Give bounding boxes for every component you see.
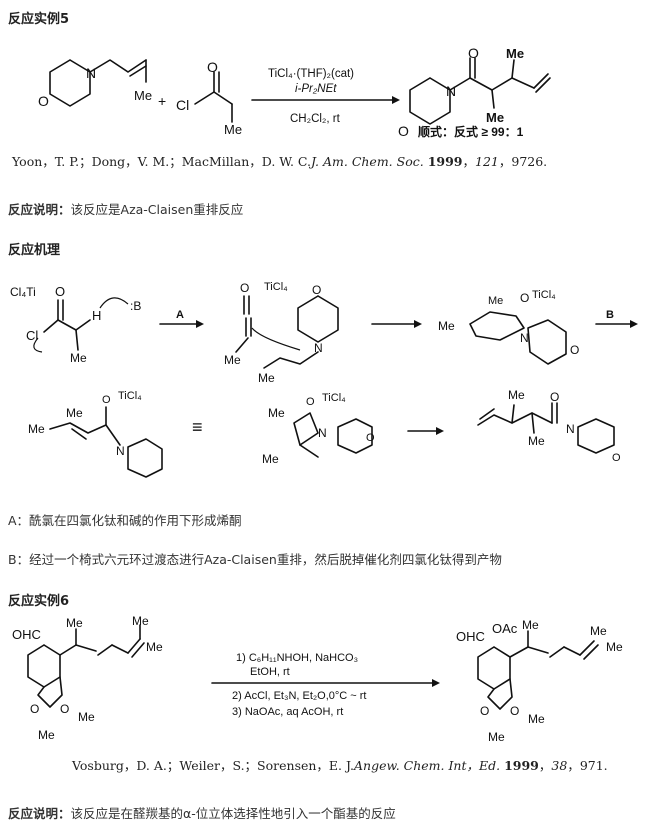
atom-Me: Me [508,388,525,402]
atom-Me: Me [506,46,524,61]
amide-product-structure: O N O Me Me [398,45,551,139]
example5-scheme: N O Me + O Cl Me TiCl₄·(THF)₂(cat) i-Pr₂… [38,45,551,139]
atom-O: O [102,394,111,406]
atom-OHC: OHC [456,629,485,644]
example5-citation: Yoon，T. P.；Dong，V. M.；MacMillan，D. W. C.… [12,154,548,169]
atom-Me: Me [224,122,242,137]
atom-N: N [566,422,575,436]
example5-heading: 反应实例5 [8,12,70,27]
atom-Me: Me [486,110,504,125]
atom-O: O [520,291,529,305]
atom-Me: Me [488,295,503,307]
ticl4-label: TiCl₄ [118,390,142,402]
atom-Me: Me [590,624,607,638]
equivalence-sign: ≡ [192,417,203,437]
atom-O: O [30,702,39,716]
ticl4-label: TiCl₄ [322,392,346,404]
atom-Me: Me [224,353,241,367]
reagent-line-2: EtOH, rt [250,666,290,678]
ticl4-label: Cl₄Ti [10,285,36,299]
atom-O: O [570,343,579,357]
mechanism-note-B: B：经过一个椅式六元环过渡态进行Aza-Claisen重排，然后脱掉催化剂四氯化… [8,552,502,567]
acyl-chloride-complex: Cl₄Ti O Cl H Me :B [10,284,141,365]
ketene-intermediate: O TiCl₄ Me O N Me [224,281,339,385]
morpholine-allylamine-structure: N O Me [38,59,152,109]
enamine-intermediate: O TiCl₄ Me Me N [28,390,163,478]
mechanism-scheme-row2: O TiCl₄ Me Me N ≡ O TiCl₄ Me Me N O Me M… [28,388,621,478]
atom-N: N [318,426,327,440]
propanoyl-chloride-structure: O Cl Me [176,59,242,137]
atom-Me: Me [146,640,163,654]
atom-Me: Me [528,434,545,448]
atom-Me: Me [528,712,545,726]
atom-Me: Me [66,616,83,630]
mechanism-scheme-row1: Cl₄Ti O Cl H Me :B A O TiCl₄ Me O N Me O… [10,281,638,385]
atom-Me: Me [66,406,83,420]
atom-O: O [468,45,479,61]
atom-Me: Me [258,371,275,385]
atom-O: O [366,432,375,444]
reagent-line-3: CH₂Cl₂, rt [290,113,341,125]
atom-O: O [55,284,65,299]
example6-citation: Vosburg，D. A.；Weiler，S.；Sorensen，E. J.An… [72,758,608,773]
atom-Cl: Cl [26,328,38,343]
ticl4-label: TiCl₄ [264,281,288,293]
rearranged-amide-product: Me Me O N O [477,388,621,464]
atom-N: N [314,341,323,355]
reagent-line-1: TiCl₄·(THF)₂(cat) [268,68,354,80]
atom-Me: Me [438,319,455,333]
atom-H: H [92,308,101,323]
reagent-line-2: i-Pr₂NEt [295,83,337,95]
atom-O: O [207,59,218,75]
reagent-line-3: 2) AcCl, Et₃N, Et₂O,0°C ~ rt [232,690,367,702]
atom-O: O [60,702,69,716]
atom-Me: Me [522,618,539,632]
example5-note: 反应说明：该反应是Aza-Claisen重排反应 [8,202,244,217]
stereo-ratio: 顺式：反式 ≥ 99：1 [418,124,524,139]
atom-Me: Me [488,730,505,744]
atom-O: O [612,452,621,464]
chair-transition-state: O TiCl₄ Me Me N O [438,289,579,365]
ticl4-label: TiCl₄ [532,289,556,301]
acetoxy-aldehyde-product: OHC OAc Me Me Me O O Me Me [456,618,623,744]
atom-O: O [510,704,519,718]
example6-scheme: OHC Me Me Me O O Me Me 1) C₆H₁₁NHOH, NaH… [12,614,623,744]
atom-O: O [398,123,409,139]
starting-aldehyde-structure: OHC Me Me Me O O Me Me [12,614,163,742]
atom-O: O [240,281,249,295]
mechanism-heading: 反应机理 [8,243,61,258]
step-A-label: A [176,309,184,321]
base-label: :B [130,299,141,313]
atom-Me: Me [38,728,55,742]
atom-N: N [520,331,529,345]
atom-Me: Me [70,351,87,365]
atom-O: O [306,396,315,408]
atom-Me: Me [268,406,285,420]
reagent-line-1: 1) C₆H₁₁NHOH, NaHCO₃ [236,652,358,664]
atom-Me: Me [262,452,279,466]
example6-note: 反应说明：该反应是在醛羰基的α-位立体选择性地引入一个酯基的反应 [8,806,396,821]
enamine-chair-form: O TiCl₄ Me Me N O [262,392,375,466]
atom-Me: Me [78,710,95,724]
plus-sign: + [158,93,166,109]
mechanism-note-A: A：酰氯在四氯化钛和碱的作用下形成烯酮 [8,513,242,528]
atom-Me: Me [132,614,149,628]
example6-heading: 反应实例6 [8,594,70,609]
atom-Me: Me [606,640,623,654]
step-B-label: B [606,309,614,321]
atom-Me: Me [28,422,45,436]
atom-O: O [38,93,49,109]
atom-N: N [116,444,125,458]
atom-OHC: OHC [12,627,41,642]
atom-Me: Me [134,88,152,103]
atom-O: O [480,704,489,718]
atom-N: N [86,65,96,81]
atom-OAc: OAc [492,621,518,636]
reagent-line-4: 3) NaOAc, aq AcOH, rt [232,706,343,718]
atom-O: O [550,390,559,404]
atom-N: N [446,83,456,99]
atom-Cl: Cl [176,97,189,113]
atom-O: O [312,283,321,297]
